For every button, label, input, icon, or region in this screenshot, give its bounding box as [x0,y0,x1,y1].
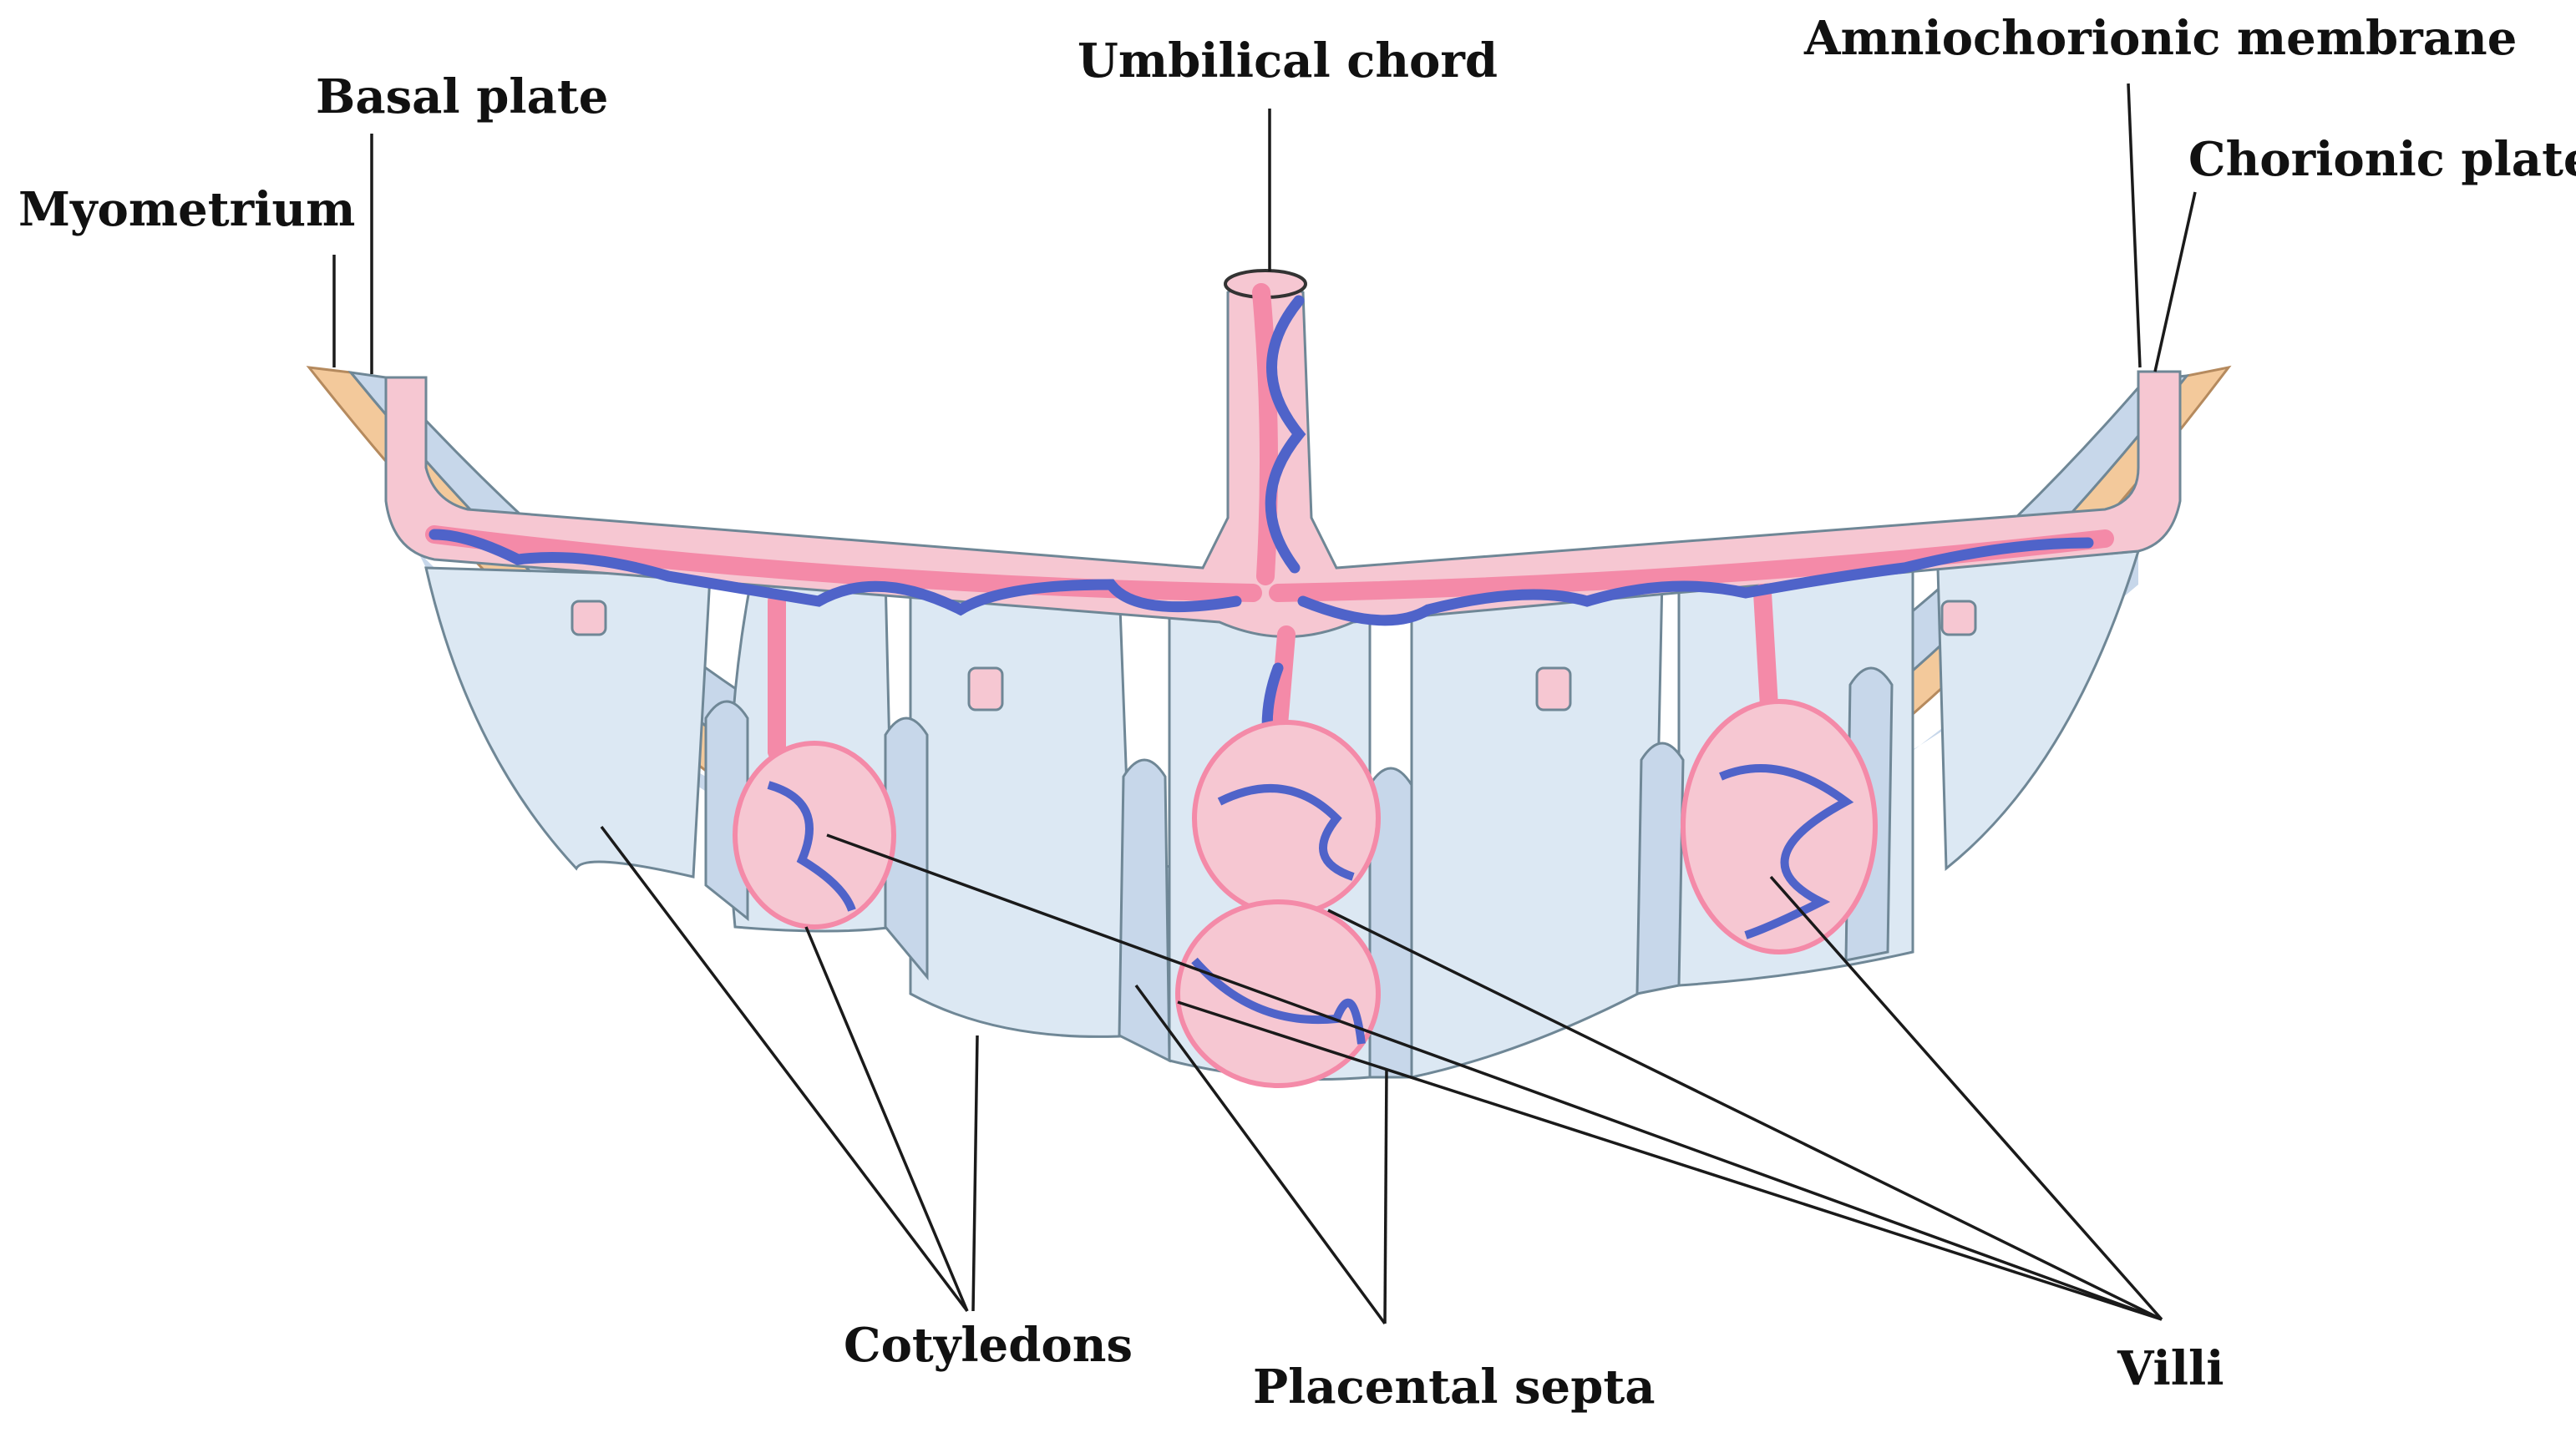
cotyledon-mid-left [909,575,1138,1038]
stub-4 [1940,600,1977,636]
leader-villi-2 [1177,1000,2163,1321]
septum-3 [1118,758,1171,1063]
label-villi: Villi [2117,1341,2224,1396]
villus-center-upper [1192,720,1381,917]
septum-5 [1635,742,1685,995]
villus-vessels [767,764,1854,1045]
stub-3 [1535,666,1572,711]
label-placental-septa: Placental septa [1253,1360,1656,1415]
vein-right-branch [1297,537,2094,626]
leader-lines [332,83,2197,1325]
leader-cotyledons-2 [804,926,969,1312]
label-myometrium: Myometrium [18,182,355,237]
leader-villi-3 [1327,909,2163,1321]
stem-stubs [570,600,1977,711]
villus-right-vessel [1719,764,1854,939]
septum-2 [884,716,929,981]
leader-cotyledons-3 [971,1035,979,1312]
vein-cord [1265,295,1306,574]
stub-1 [570,600,607,636]
villus-center-lower [1175,899,1381,1088]
leader-villi-1 [826,833,2163,1321]
leader-amniochorionic [2127,83,2142,368]
villus-right [1681,699,1878,954]
label-umbilical-chord: Umbilical chord [1078,33,1498,89]
leader-septa-2 [1383,1068,1388,1324]
villus-left-vessel [767,781,856,912]
leader-chorionic-plate [2153,191,2197,372]
leader-septa-1 [1134,984,1387,1325]
cotyledon-left-outer [424,566,712,878]
label-amniochorionic-membrane: Amniochorionic membrane [1803,11,2517,66]
villus-clusters [733,699,1878,1088]
label-basal-plate: Basal plate [316,69,608,124]
stub-2 [967,666,1004,711]
artery-cord [1252,283,1278,585]
leader-villi-4 [1769,875,2163,1321]
label-cotyledons: Cotyledons [844,1318,1133,1373]
villus-left [733,741,896,929]
vein-left-branch [428,529,1242,616]
label-chorionic-plate: Chorionic plate [2188,132,2576,187]
artery-left-branch [425,525,1262,602]
leader-cotyledons-1 [600,825,969,1313]
villus-center-upper-vessel [1217,784,1355,881]
villus-center-lower-vessel [1191,957,1366,1045]
cotyledon-mid-right [1410,575,1664,1079]
cotyledon-right-outer [1936,549,2141,872]
